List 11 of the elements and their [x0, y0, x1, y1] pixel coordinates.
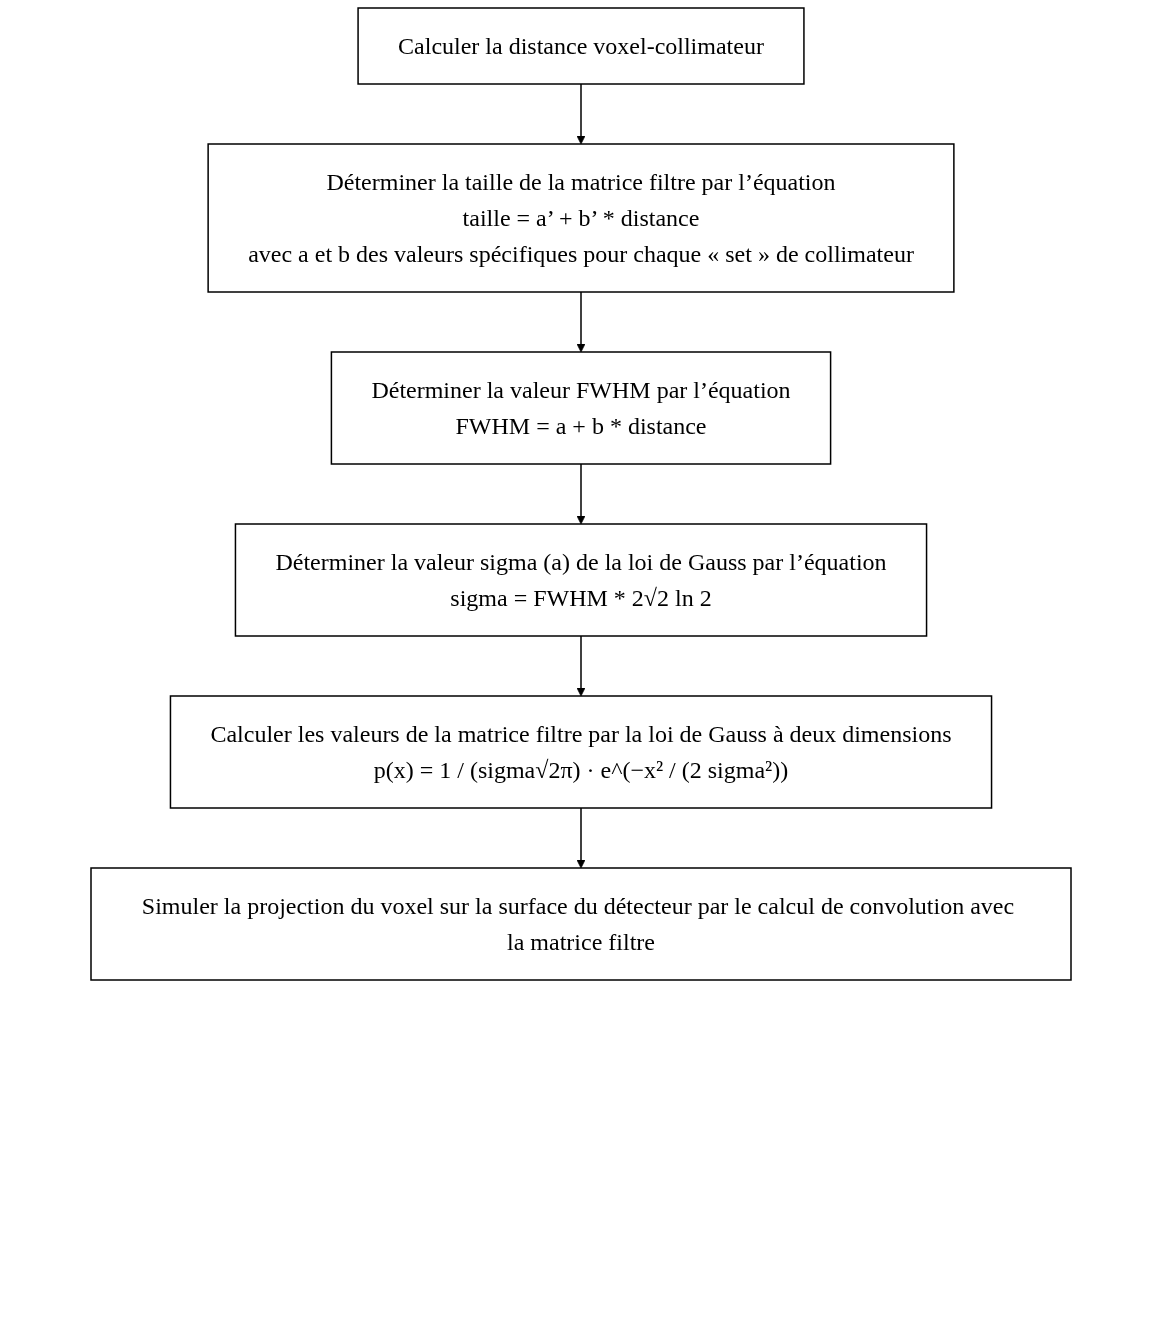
node-box: Calculer la distance voxel-collimateur [357, 7, 805, 85]
arrow [576, 635, 586, 697]
arrow [576, 291, 586, 353]
node-box: Simuler la projection du voxel sur la surface du détecteur par le calcul de convolution avec la matrice filtre [90, 867, 1072, 981]
node-box: Déterminer la valeur sigma (a) de la loi de Gauss par l’équation sigma = FWHM * 2√2 ln 2 [234, 523, 928, 637]
arrow [576, 463, 586, 525]
arrow [576, 83, 586, 145]
arrow [576, 807, 586, 869]
node-box: Déterminer la taille de la matrice filtre par l’équation taille = a’ + b’ * distance avec a et b des valeurs spécifiques pour chaque « set » de collimateur [207, 143, 955, 293]
node-box: Calculer les valeurs de la matrice filtre par la loi de Gauss à deux dimensions p(x) = 1 / (sigma√2π) · e^(−x² / (2 sigma²)) [169, 695, 993, 809]
node-box: Déterminer la valeur FWHM par l’équation FWHM = a + b * distance [330, 351, 832, 465]
